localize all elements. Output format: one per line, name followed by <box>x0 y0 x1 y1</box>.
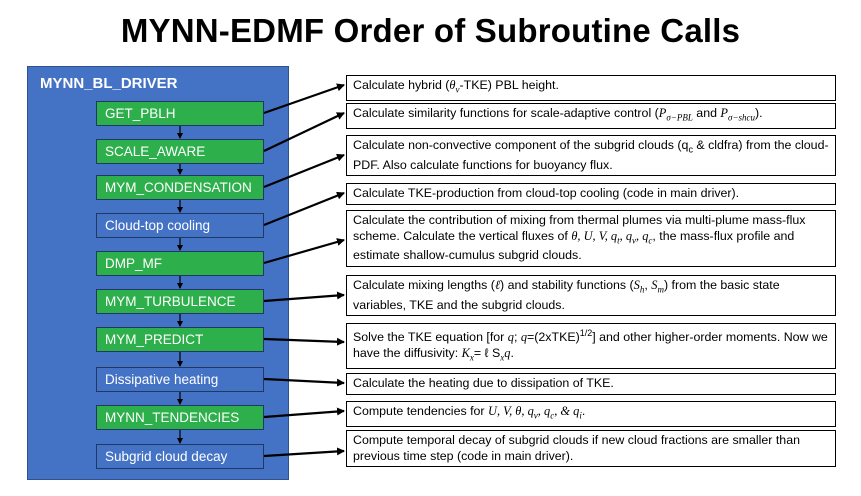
step-subgrid-cloud-decay: Subgrid cloud decay <box>96 444 264 469</box>
desc-subgrid-cloud-decay: Compute temporal decay of subgrid clouds… <box>346 430 836 467</box>
desc-mym-turbulence: Calculate mixing lengths (ℓ) and stabili… <box>346 275 836 317</box>
step-dmp-mf: DMP_MF <box>96 251 264 276</box>
step-mym-condensation: MYM_CONDENSATION <box>96 175 264 200</box>
arrow-dissipative-heating <box>263 377 345 387</box>
arrow-mym-condensation <box>263 153 345 189</box>
step-mym-turbulence: MYM_TURBULENCE <box>96 289 264 314</box>
desc-dmp-mf: Calculate the contribution of mixing fro… <box>346 210 836 267</box>
desc-get-pblh: Calculate hybrid (θv-TKE) PBL height. <box>346 75 836 101</box>
step-scale-aware: SCALE_AWARE <box>96 139 264 164</box>
arrow-subgrid-cloud-decay <box>263 447 345 458</box>
page-title: MYNN-EDMF Order of Subroutine Calls <box>120 12 741 49</box>
arrow-scale-aware <box>263 112 345 152</box>
arrow-dmp-mf <box>263 238 345 265</box>
step-mynn-tendencies: MYNN_TENDENCIES <box>96 405 264 430</box>
desc-mym-condensation: Calculate non-convective component of th… <box>346 135 836 177</box>
arrow-get-pblh <box>263 83 345 115</box>
arrow-mym-predict <box>263 337 345 346</box>
step-cloud-top-cooling: Cloud-top cooling <box>96 213 264 238</box>
step-mym-predict: MYM_PREDICT <box>96 327 264 352</box>
driver-label: MYNN_BL_DRIVER <box>40 75 178 92</box>
desc-cloud-top-cooling: Calculate TKE-production from cloud-top … <box>346 183 836 205</box>
step-get-pblh: GET_PBLH <box>96 101 264 126</box>
desc-mynn-tendencies: Compute tendencies for U, V, θ, qv, qc, … <box>346 401 836 427</box>
desc-mym-predict: Solve the TKE equation [for q; q=(2xTKE)… <box>346 323 836 369</box>
arrow-mynn-tendencies <box>263 407 345 419</box>
arrow-cloud-top-cooling <box>263 191 345 227</box>
arrow-mym-turbulence <box>263 291 345 303</box>
step-dissipative-heating: Dissipative heating <box>96 367 264 392</box>
desc-dissipative-heating: Calculate the heating due to dissipation… <box>346 373 836 395</box>
desc-scale-aware: Calculate similarity functions for scale… <box>346 103 836 129</box>
